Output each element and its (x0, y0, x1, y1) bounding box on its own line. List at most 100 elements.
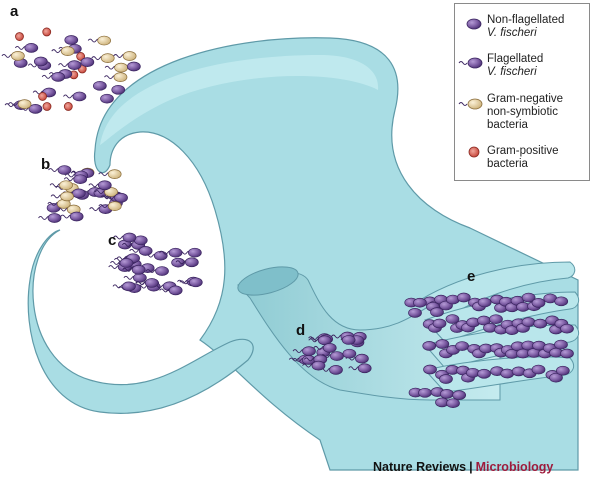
non-flagellated-vibrio (171, 257, 185, 268)
non-flagellated-vibrio (408, 308, 422, 318)
non-flagellated-vibrio (531, 364, 546, 375)
non-flagellated-vibrio (64, 35, 79, 45)
flagellated-vibrio (48, 165, 72, 175)
credit-line: Nature Reviews|Microbiology (373, 460, 553, 474)
flagellated-vibrio (60, 211, 84, 222)
flagellated-vibrio (112, 281, 136, 292)
flagellated-vibrio (63, 174, 88, 185)
publisher-name: Nature Reviews (373, 460, 467, 474)
non-flagellated-vibrio (439, 374, 453, 384)
non-flagellated-vibrio (423, 364, 437, 375)
panel-label-a: a (10, 3, 19, 20)
non-flagellated-vibrio (446, 398, 460, 409)
non-flagellated-vibrio (489, 314, 503, 325)
gram-negative-bacterium (51, 46, 75, 56)
flagellated-vibrio (110, 258, 134, 268)
non-flagellated-vibrio (435, 339, 450, 349)
gram-negative-bacterium (94, 187, 118, 197)
flagellated-vibrio (159, 247, 183, 258)
legend-item-gram-negative: Gram-negative non-symbiotic bacteria (487, 93, 564, 131)
flagellated-vibrio (123, 272, 147, 283)
flagellated-vibrio (38, 213, 62, 223)
flagellated-vibrio (135, 278, 159, 288)
flagellated-vibrio (179, 277, 203, 288)
panel-label-d: d (296, 322, 306, 339)
non-flagellated-vibrio (80, 57, 95, 67)
flagellated-vibrio (308, 335, 332, 346)
non-flagellated-vibrio (341, 335, 356, 345)
non-flagellated-vibrio (452, 390, 467, 400)
gram-negative-bacterium (113, 51, 137, 61)
legend-item-gram-positive: Gram-positive bacteria (487, 145, 559, 170)
flagellated-vibrio (14, 43, 39, 53)
flagellated-vibrio (313, 343, 337, 353)
non-flagellated-vibrio (440, 389, 454, 399)
bacteria-layer (1, 27, 574, 409)
non-flagellated-vibrio (100, 93, 114, 104)
credit-separator: | (469, 460, 473, 474)
non-flagellated-vibrio (500, 368, 515, 379)
non-flagellated-vibrio (533, 318, 548, 329)
gram-negative-bacterium (98, 201, 122, 211)
non-flagellated-vibrio (413, 297, 427, 308)
flagellated-bacterium-icon (458, 57, 483, 69)
legend-item-flagellated: Flagellated V. fischeri (487, 53, 544, 78)
flagellated-vibrio (122, 264, 146, 275)
gram-negative-bacterium (91, 53, 115, 63)
gram-negative-bacterium-icon (458, 98, 483, 110)
non-flagellated-vibrio (456, 292, 471, 303)
legend-item-non-flagellated: Non-flagellated V. fischeri (487, 14, 565, 39)
non-flagellated-vibrio (432, 318, 447, 329)
flagellated-vibrio (159, 285, 183, 296)
gram-negative-bacterium (50, 191, 74, 202)
gram-negative-bacterium (87, 35, 112, 46)
flagellated-vibrio (292, 346, 316, 356)
gram-positive-bacterium-icon (468, 146, 480, 158)
gram-negative-bacterium (98, 169, 122, 179)
panel-label-b: b (41, 156, 51, 173)
non-flagellated-vibrio (342, 348, 357, 359)
gram-positive-bacterium (38, 92, 47, 101)
gram-negative-bacterium (49, 180, 73, 191)
non-flagellated-vibrio (418, 387, 432, 398)
non-flagellated-vibrio (455, 341, 469, 351)
panel-label-c: c (108, 232, 117, 249)
legend: Non-flagellated V. fischeri Flagellated … (454, 3, 590, 181)
gram-negative-bacterium (104, 72, 128, 83)
flagellated-vibrio (104, 192, 128, 203)
tissue-shade (100, 55, 379, 145)
flagellated-vibrio (348, 363, 372, 374)
tissue-lower-arm (27, 229, 254, 414)
flagellated-vibrio (88, 180, 112, 191)
non-flagellated-vibrio (556, 365, 570, 376)
flagellated-vibrio (320, 351, 344, 361)
panel-label-e: e (467, 268, 476, 285)
flagellated-vibrio (113, 232, 137, 243)
non-flagellated-vibrio (549, 372, 563, 383)
flagellated-vibrio (302, 360, 326, 371)
legend-icons (458, 18, 483, 158)
non-flagellated-vibrio (554, 296, 569, 307)
non-flagellated-vibrio (477, 297, 492, 308)
non-flagellated-vibrio (111, 84, 126, 95)
flagellated-vibrio (58, 60, 82, 70)
non-flagellated-vibrio (92, 80, 107, 91)
gram-negative-bacterium (104, 62, 128, 73)
gram-positive-bacterium (63, 102, 73, 111)
flagellated-vibrio (63, 91, 87, 102)
gram-positive-bacterium (42, 102, 52, 111)
non-flagellated-vibrio (477, 368, 491, 379)
journal-name: Microbiology (475, 460, 554, 474)
non-flagellated-vibrio (521, 292, 536, 303)
flagellated-vibrio (175, 257, 199, 268)
non-flagellated-vibrio (127, 61, 141, 72)
non-flagellated-bacterium-icon (466, 18, 482, 30)
gram-positive-bacterium (76, 52, 86, 61)
non-flagellated-vibrio (560, 323, 574, 334)
non-flagellated-vibrio (422, 341, 437, 351)
non-flagellated-vibrio (445, 314, 460, 324)
non-flagellated-vibrio (521, 317, 536, 327)
non-flagellated-vibrio (531, 298, 546, 308)
